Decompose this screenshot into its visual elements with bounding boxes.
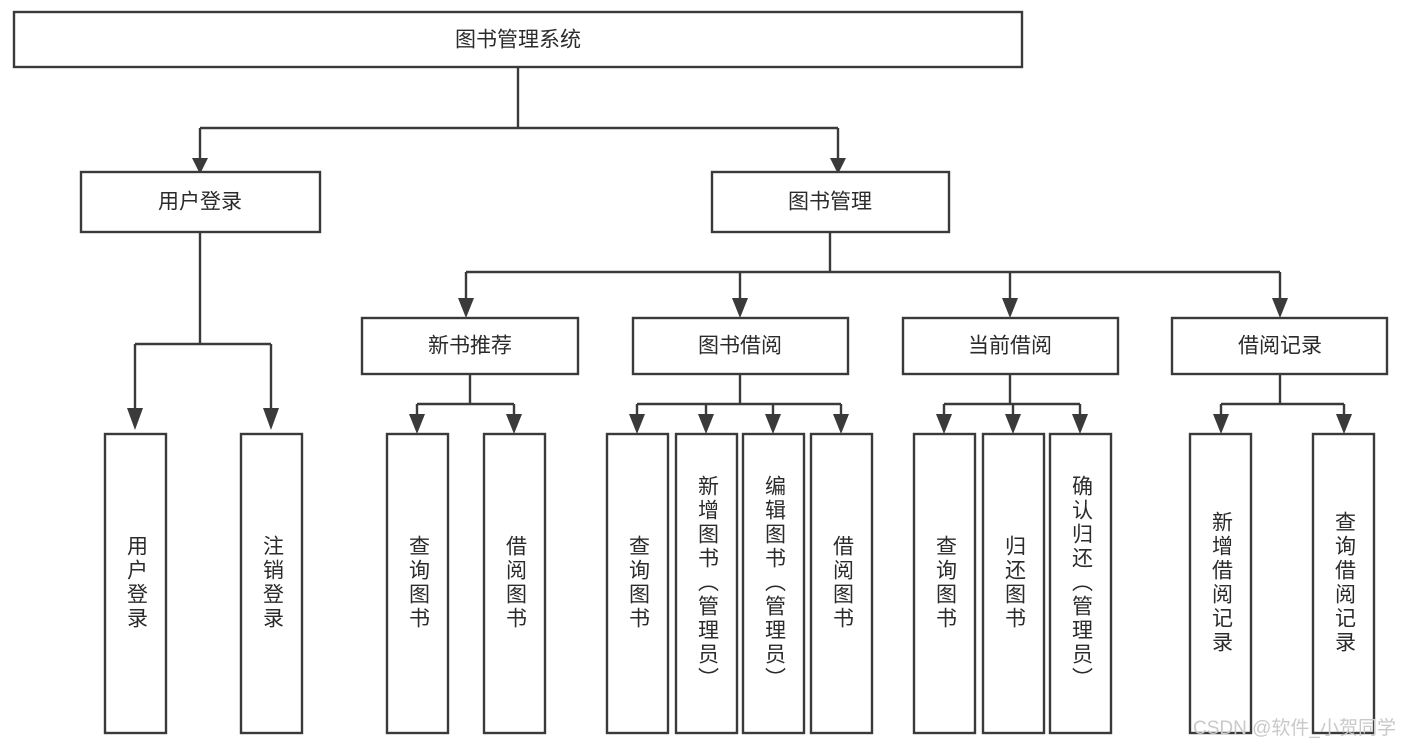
connector-root-to-level1 [198,67,840,160]
arrow-head-book-borrow [732,298,748,318]
node-leaf-user-logout[interactable]: 注销登录 [239,432,304,735]
node-leaf-confirm-return-box[interactable] [1048,432,1113,735]
node-leaf-add-book[interactable]: 新增图书（管理员） [674,432,739,735]
arrow-head-leaf-confirm-return [1072,414,1088,434]
node-leaf-query-record[interactable]: 查询借阅记录 [1311,432,1376,735]
node-user-login-box[interactable] [79,170,322,234]
node-leaf-confirm-return[interactable]: 确认归还（管理员） [1048,432,1113,735]
node-borrow-record-box[interactable] [1170,316,1389,376]
node-leaf-query-book-3-label: 查询图书 [934,535,958,631]
node-book-borrow[interactable]: 图书借阅 [631,316,850,376]
node-leaf-query-book-1-box[interactable] [385,432,450,735]
node-leaf-query-record-box[interactable] [1311,432,1376,735]
node-user-login-label: 用户登录 [158,191,242,214]
arrow-head-leaf-add-book [698,414,714,434]
arrow-head-leaf-borrow-book-2 [833,414,849,434]
node-user-login[interactable]: 用户登录 [79,170,322,234]
node-leaf-query-book-3[interactable]: 查询图书 [912,432,977,735]
node-leaf-user-logout-label: 注销登录 [261,535,285,631]
node-leaf-borrow-book-2[interactable]: 借阅图书 [809,432,874,735]
arrow-head-leaf-return-book [1005,414,1021,434]
arrow-head-borrow-record [1272,298,1288,318]
node-leaf-return-book[interactable]: 归还图书 [981,432,1046,735]
connector-book-manage-to-level2 [464,232,1282,300]
node-new-book-recommend-label: 新书推荐 [428,335,512,358]
node-current-borrow[interactable]: 当前借阅 [901,316,1120,376]
node-book-borrow-box[interactable] [631,316,850,376]
node-leaf-add-record-label: 新增借阅记录 [1210,511,1234,655]
node-leaf-add-record[interactable]: 新增借阅记录 [1188,432,1253,735]
arrow-head-leaf-query-book-3 [936,414,952,434]
arrow-head-leaf-user-logout [263,408,279,430]
node-root[interactable]: 图书管理系统 [12,10,1024,69]
arrow-head-new-book-recommend [458,298,474,318]
node-leaf-borrow-book-1[interactable]: 借阅图书 [482,432,547,735]
node-leaf-add-record-box[interactable] [1188,432,1253,735]
node-leaf-query-book-2-box[interactable] [605,432,670,735]
node-leaf-query-book-1[interactable]: 查询图书 [385,432,450,735]
node-leaf-add-book-label: 新增图书（管理员） [696,475,720,691]
node-leaf-edit-book-box[interactable] [741,432,806,735]
node-borrow-record[interactable]: 借阅记录 [1170,316,1389,376]
connector-book-borrow-to-leaves [635,374,843,416]
node-new-book-recommend[interactable]: 新书推荐 [360,316,580,376]
node-leaf-query-book-1-label: 查询图书 [407,535,431,631]
node-leaf-edit-book[interactable]: 编辑图书（管理员） [741,432,806,735]
watermark-label: CSDN @软件_小贺同学 [1193,717,1396,739]
arrow-head-leaf-add-record [1213,414,1229,434]
node-leaf-return-book-label: 归还图书 [1003,535,1027,631]
connector-current-borrow-to-leaves [942,374,1082,416]
node-book-manage-label: 图书管理 [788,191,872,214]
arrow-head-leaf-edit-book [765,414,781,434]
node-leaf-borrow-book-2-label: 借阅图书 [831,535,855,631]
node-leaf-user-login-label: 用户登录 [125,535,149,631]
node-new-book-recommend-box[interactable] [360,316,580,376]
arrow-head-user-login [192,158,208,174]
arrow-head-leaf-query-record [1336,414,1352,434]
node-leaf-borrow-book-1-box[interactable] [482,432,547,735]
arrow-head-book-manage [830,158,846,174]
arrow-head-current-borrow [1002,298,1018,318]
node-leaf-query-book-2[interactable]: 查询图书 [605,432,670,735]
node-leaf-borrow-book-2-box[interactable] [809,432,874,735]
connector-user-login-to-leaves [133,232,273,410]
arrow-head-leaf-borrow-book-1 [506,414,522,434]
node-leaf-user-logout-box[interactable] [239,432,304,735]
node-leaf-add-book-box[interactable] [674,432,739,735]
node-book-borrow-label: 图书借阅 [698,335,782,358]
arrow-head-leaf-query-book-2 [629,414,645,434]
node-leaf-confirm-return-label: 确认归还（管理员） [1070,475,1094,691]
node-book-manage[interactable]: 图书管理 [710,170,951,234]
node-leaf-query-record-label: 查询借阅记录 [1333,511,1357,655]
node-leaf-query-book-2-label: 查询图书 [627,535,651,631]
node-leaf-edit-book-label: 编辑图书（管理员） [763,475,787,691]
connector-new-book-recommend-to-leaves [415,374,516,416]
arrow-head-leaf-user-login [127,408,143,430]
node-leaf-query-book-3-box[interactable] [912,432,977,735]
node-leaf-return-book-box[interactable] [981,432,1046,735]
connector-group [127,67,1352,434]
node-root-label: 图书管理系统 [455,29,581,52]
node-leaf-borrow-book-1-label: 借阅图书 [504,535,528,631]
node-borrow-record-label: 借阅记录 [1238,335,1322,358]
connector-borrow-record-to-leaves [1219,374,1346,416]
node-current-borrow-box[interactable] [901,316,1120,376]
node-book-manage-box[interactable] [710,170,951,234]
node-leaf-user-login-box[interactable] [103,432,168,735]
node-current-borrow-label: 当前借阅 [968,335,1052,358]
arrow-head-leaf-query-book-1 [409,414,425,434]
node-leaf-user-login[interactable]: 用户登录 [103,432,168,735]
node-root-box[interactable] [12,10,1024,69]
